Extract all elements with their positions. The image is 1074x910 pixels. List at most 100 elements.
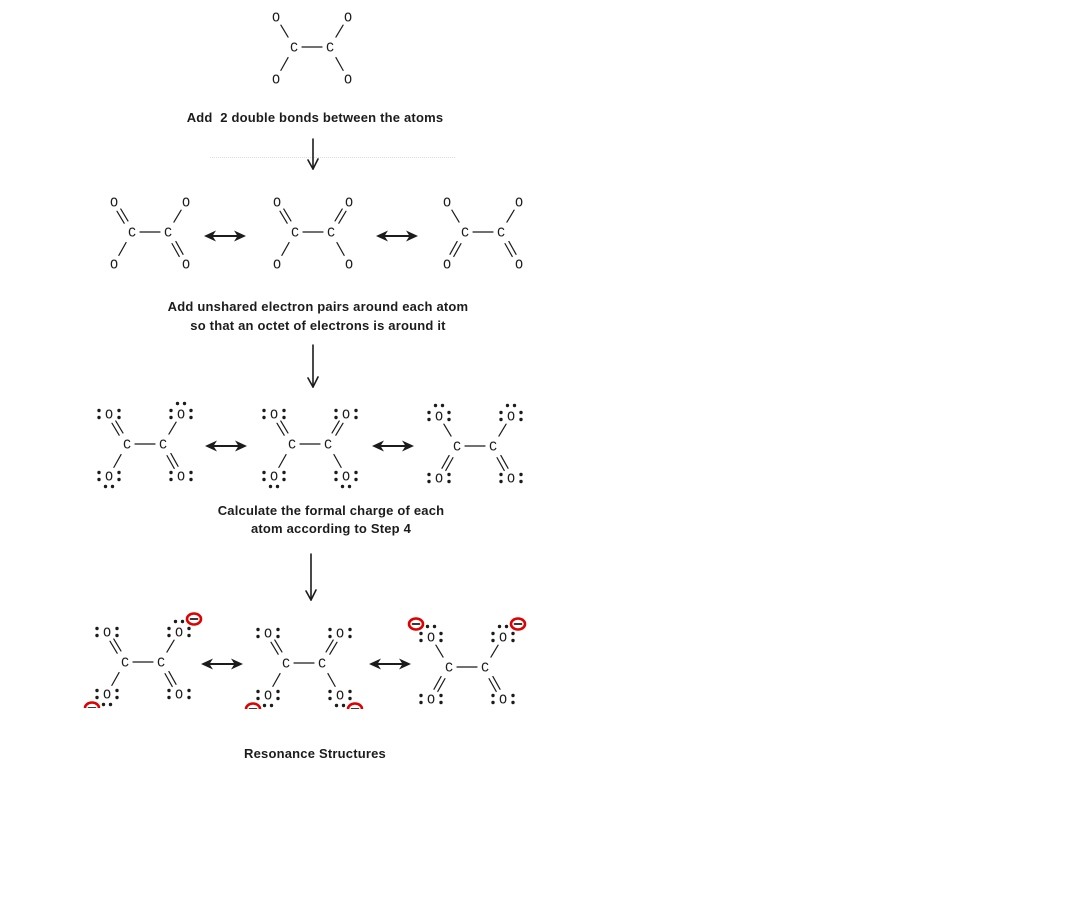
lone-pair-dot — [427, 479, 431, 484]
atom-label: O — [515, 197, 523, 212]
atom-label: O — [515, 259, 523, 274]
single-bond — [113, 453, 122, 468]
arrow-head-left — [369, 658, 381, 670]
atom-label: C — [164, 227, 172, 242]
atom-label: C — [489, 441, 497, 456]
double-bond — [338, 210, 347, 224]
atom-label: C — [327, 227, 335, 242]
lone-pair-dot — [427, 410, 431, 415]
double-bond — [325, 639, 334, 653]
lone-pair-dot — [173, 619, 178, 624]
lone-pair-dot — [262, 415, 266, 420]
atom-label: C — [282, 658, 290, 673]
single-bond — [111, 671, 120, 686]
atom-label: O — [110, 197, 118, 212]
double-bond — [335, 422, 344, 436]
atom-label: O — [427, 694, 435, 709]
lone-pair-dot — [511, 693, 515, 698]
lone-pair-dot — [511, 631, 515, 636]
atom-label: O — [272, 12, 280, 27]
arrow-head-right — [231, 658, 243, 670]
lone-pair-dot — [328, 689, 332, 694]
double-bond — [116, 210, 125, 224]
atom-label: O — [272, 74, 280, 89]
lone-pair-dot — [117, 408, 121, 413]
double-bond — [175, 240, 184, 255]
lone-pair-dot — [101, 702, 106, 707]
lone-pair-dot — [282, 415, 286, 420]
lone-pair-dot — [108, 702, 113, 707]
double-bond — [111, 422, 120, 436]
lone-pair-dot — [354, 477, 358, 482]
atom-label: O — [103, 627, 111, 642]
single-bond — [443, 423, 452, 437]
lone-pair-dot — [348, 627, 352, 632]
atom-label: O — [435, 473, 443, 488]
caption-resonance-structures: Resonance Structures — [244, 746, 386, 761]
single-bond — [506, 209, 515, 223]
lone-pair-dot — [187, 695, 191, 700]
double-bond — [492, 675, 501, 690]
down-arrow-icon — [299, 552, 323, 607]
arrow-head-right — [402, 440, 414, 452]
resonance-arrow-icon — [370, 438, 416, 459]
lone-pair-dot — [439, 631, 443, 636]
lone-pair-dot — [169, 477, 173, 482]
lone-pair-dot — [328, 634, 332, 639]
single-bond — [498, 423, 507, 437]
lone-pair-dot — [167, 633, 171, 638]
lone-pair-dot — [187, 626, 191, 631]
lone-pair-dot — [348, 696, 352, 701]
lone-pair-dot — [419, 638, 423, 643]
double-bond — [279, 210, 288, 224]
atom-label: O — [499, 694, 507, 709]
lone-pair-dot — [334, 470, 338, 475]
single-bond — [173, 209, 182, 223]
lone-pair-dot — [334, 703, 339, 708]
double-bond — [445, 457, 454, 472]
lone-pair-dot — [419, 693, 423, 698]
resonance-arrow-icon — [374, 228, 420, 249]
lone-pair-dot — [511, 700, 515, 705]
lone-pair-dot — [182, 401, 187, 406]
double-bond — [504, 243, 513, 258]
double-bond — [508, 240, 517, 255]
caption-step2-line2: so that an octet of electrons is around … — [190, 318, 446, 333]
lone-pair-dot — [169, 415, 173, 420]
double-bond — [441, 454, 450, 469]
negative-charge-icon — [346, 702, 364, 709]
atom-label: O — [273, 197, 281, 212]
arrow-head — [307, 377, 314, 388]
lone-pair-dot — [167, 688, 171, 693]
lone-pair-dot — [347, 484, 352, 489]
lone-pair-dot — [419, 631, 423, 636]
double-bond — [437, 678, 446, 693]
lone-pair-dot — [169, 470, 173, 475]
atom-label: O — [336, 690, 344, 705]
double-bond — [109, 640, 118, 654]
atom-label: C — [159, 439, 167, 454]
atom-label: O — [103, 689, 111, 704]
lone-pair-dot — [189, 470, 193, 475]
lone-pair-dot — [427, 472, 431, 477]
lone-pair-dot — [341, 703, 346, 708]
arrow-head-left — [204, 230, 216, 242]
lone-pair-dot — [512, 403, 517, 408]
lone-pair-dot — [95, 633, 99, 638]
atom-label: O — [345, 197, 353, 212]
lone-pair-dot — [262, 408, 266, 413]
lone-pair-dot — [189, 408, 193, 413]
single-bond — [278, 453, 287, 468]
arrow-head — [307, 159, 314, 170]
double-bond — [171, 243, 180, 258]
lone-pair-dot — [354, 470, 358, 475]
